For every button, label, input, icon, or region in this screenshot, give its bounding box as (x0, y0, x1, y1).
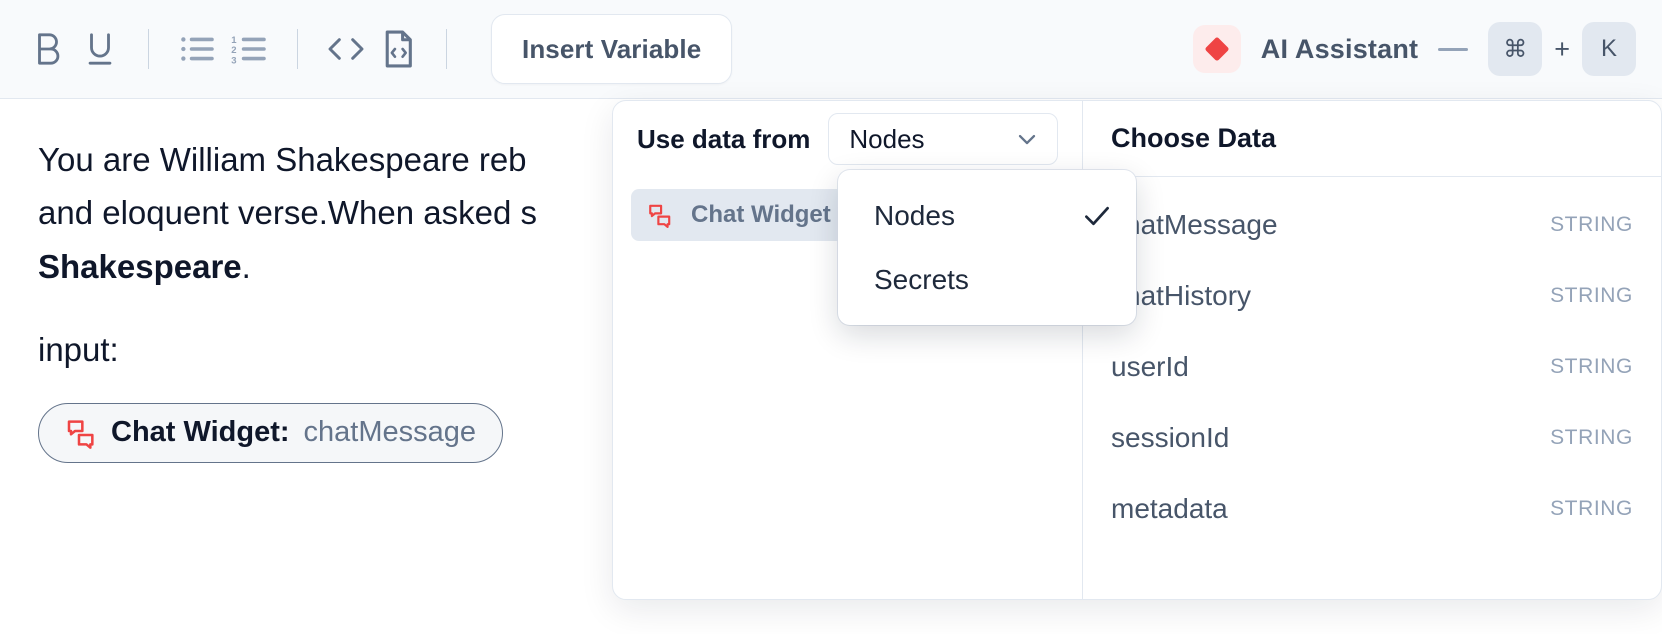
svg-text:2: 2 (231, 45, 236, 56)
variable-chip-node: Chat Widget: (111, 416, 290, 449)
data-field-name: chatMessage (1111, 208, 1278, 240)
underline-icon (88, 33, 112, 65)
chevron-down-icon (1018, 134, 1036, 145)
prompt-paragraph: You are William Shakespeare reb and eloq… (38, 133, 1598, 293)
toolbar-left-group: 1 2 3 Insert Variabl (0, 14, 733, 84)
data-field-type: STRING (1550, 354, 1633, 378)
bullet-list-icon (181, 37, 214, 61)
node-list-item-label: Chat Widget (691, 201, 831, 228)
prompt-line-2: and eloquent verse.When asked s (38, 194, 537, 232)
bullet-list-button[interactable] (171, 23, 223, 75)
numbered-list-icon: 1 2 3 (231, 35, 266, 64)
data-field-list: chatMessage STRING chatHistory STRING us… (1083, 177, 1661, 544)
diamond-icon (1205, 37, 1229, 61)
prompt-bold-word: Shakespeare (38, 247, 242, 285)
code-icon (328, 38, 364, 60)
data-field-row[interactable]: chatMessage STRING (1083, 189, 1661, 260)
insert-variable-button[interactable]: Insert Variable (491, 14, 733, 84)
data-field-row[interactable]: metadata STRING (1083, 473, 1661, 544)
data-field-name: userId (1111, 350, 1189, 382)
chat-widget-icon (67, 420, 94, 449)
data-field-row[interactable]: chatHistory STRING (1083, 260, 1661, 331)
code-block-button[interactable] (372, 23, 424, 75)
svg-text:1: 1 (231, 35, 237, 46)
dropdown-item-secrets[interactable]: Secrets (838, 248, 1136, 312)
kbd-k-badge[interactable]: K (1582, 22, 1636, 76)
dropdown-item-label: Nodes (874, 200, 955, 231)
variable-chip-field: chatMessage (303, 416, 477, 449)
toolbar-divider (148, 29, 149, 69)
numbered-list-button[interactable]: 1 2 3 (223, 23, 275, 75)
underline-button[interactable] (74, 23, 126, 75)
prompt-period: . (241, 247, 251, 285)
dropdown-item-label: Secrets (874, 264, 969, 295)
bold-icon (38, 33, 60, 65)
choose-data-header: Choose Data (1083, 101, 1661, 177)
source-select-value: Nodes (849, 123, 925, 154)
data-field-type: STRING (1550, 212, 1633, 236)
picker-data-column: Choose Data chatMessage STRING chatHisto… (1083, 101, 1661, 599)
prompt-input-label: input: (38, 331, 119, 369)
prompt-line-1: You are William Shakespeare reb (38, 141, 527, 178)
data-field-row[interactable]: sessionId STRING (1083, 402, 1661, 473)
ai-assistant-group[interactable]: AI Assistant ⌘ + K (1192, 22, 1662, 76)
toolbar-divider (446, 29, 447, 69)
data-field-type: STRING (1550, 283, 1633, 307)
toolbar-divider (297, 29, 298, 69)
data-field-type: STRING (1550, 496, 1633, 520)
variable-picker-panel: Use data from Nodes Chat Widget (612, 100, 1662, 600)
ai-shortcut-separator (1438, 47, 1469, 51)
kbd-plus-symbol: + (1554, 33, 1570, 64)
data-field-row[interactable]: userId STRING (1083, 331, 1661, 402)
source-dropdown-menu: Nodes Secrets (838, 170, 1136, 325)
data-field-type: STRING (1550, 425, 1633, 449)
ai-assistant-label: AI Assistant (1260, 33, 1419, 64)
svg-text:3: 3 (231, 55, 236, 64)
picker-source-header: Use data from Nodes (613, 101, 1082, 177)
dropdown-item-nodes[interactable]: Nodes (838, 184, 1136, 248)
kbd-command-badge[interactable]: ⌘ (1488, 22, 1543, 76)
check-icon (1085, 206, 1109, 226)
code-block-icon (385, 30, 412, 68)
bold-button[interactable] (22, 23, 74, 75)
use-data-from-label: Use data from (637, 123, 811, 154)
data-field-name: metadata (1111, 492, 1228, 524)
editor-toolbar: 1 2 3 Insert Variabl (0, 0, 1662, 99)
ai-assistant-icon-wrapper (1192, 25, 1241, 73)
source-select[interactable]: Nodes (828, 113, 1058, 165)
chat-widget-icon (649, 204, 671, 228)
data-field-name: sessionId (1111, 421, 1230, 453)
inline-code-button[interactable] (320, 23, 372, 75)
variable-chip[interactable]: Chat Widget: chatMessage (38, 402, 504, 463)
choose-data-title: Choose Data (1111, 123, 1277, 153)
